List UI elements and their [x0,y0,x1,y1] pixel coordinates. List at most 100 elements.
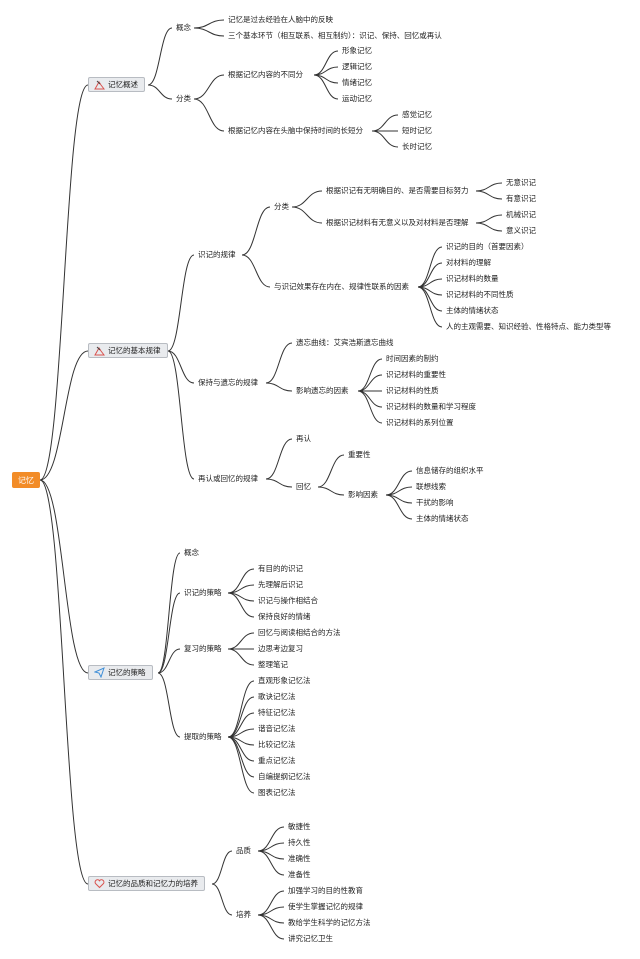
paper-plane-icon [93,667,105,679]
list-item: 感觉记忆 [402,110,432,119]
list-item: 讲究记忆卫生 [288,934,333,943]
connector-line [291,190,323,208]
list-item: 图表记忆法 [258,788,296,797]
list-item: 识记材料的不同性质 [446,290,514,299]
list-item: 持久性 [288,838,311,847]
list-item: 形象记忆 [342,46,372,55]
b2-recognition: 再认 [296,434,311,443]
connector-line [39,479,89,885]
b1-class-by-content: 根据记忆内容的不同分 [228,70,303,79]
list-item: 意义识记 [506,226,536,235]
list-item: 教给学生科学的记忆方法 [288,918,371,927]
list-item: 识记材料的重要性 [386,370,446,379]
connector-line [357,390,383,424]
connector-line [227,736,255,778]
list-item: 信息储存的组织水平 [416,466,484,475]
b2-recall-importance: 重要性 [348,450,371,459]
list-item: 识记材料的数量和学习程度 [386,402,476,411]
list-item: 识记材料的系列位置 [386,418,454,427]
list-item: 有意识记 [506,194,536,203]
connector-line [291,206,323,224]
connector-line [357,374,383,392]
list-item: 重点记忆法 [258,756,296,765]
connector-line [211,883,233,916]
connector-line [193,98,225,132]
connector-line [475,214,503,224]
connector-line [39,479,89,674]
connector-line [193,27,225,37]
connector-line [147,27,173,86]
list-item: 联想线索 [416,482,446,491]
branch-memory-overview[interactable]: 记忆概述 [88,77,145,92]
list-item: 无意识记 [506,178,536,187]
b4-quality: 品质 [236,846,251,855]
list-item: 干扰的影响 [416,498,454,507]
connector-line [257,850,285,876]
connector-line [385,494,413,520]
list-item: 时间因素的制约 [386,354,439,363]
list-item: 运动记忆 [342,94,372,103]
heart-icon [94,878,105,889]
connector-line [227,648,255,666]
branch-basic-laws[interactable]: 记忆的基本规律 [88,343,168,358]
list-item: 准备性 [288,870,311,879]
connector-line [371,130,399,148]
b4-training: 培养 [236,910,251,919]
b2-encoding-class: 分类 [274,202,289,211]
b2-recall: 回忆 [296,482,311,491]
connector-line [227,680,255,738]
list-item: 识记材料的数量 [446,274,499,283]
b2-recall-factors: 影响因素 [348,490,378,499]
connector-line [193,19,225,29]
root-node[interactable]: 记忆 [12,472,40,488]
connector-line [167,350,195,480]
list-item: 自编提纲记忆法 [258,772,311,781]
connector-line [227,736,255,794]
connector-line [227,592,255,618]
list-item: 情绪记忆 [342,78,372,87]
connector-line [371,114,399,132]
b2-class-by-meaning: 根据识记材料有无意义以及对材料是否理解 [326,218,469,227]
mountain-climber-icon [94,345,105,356]
b1-concept-item: 记忆是过去经验在人脑中的反映 [228,15,333,24]
list-item: 逻辑记忆 [342,62,372,71]
list-item: 边思考边复习 [258,644,303,653]
connector-line [265,478,293,488]
connector-line [475,222,503,232]
branch-memory-strategies[interactable]: 记忆的策略 [88,665,153,680]
branch-label: 记忆的策略 [108,668,146,677]
branch-label: 记忆概述 [108,80,138,89]
connector-line [317,454,345,488]
list-item: 主体的情绪状态 [416,514,469,523]
b3-encoding-strategy: 识记的策略 [184,588,222,597]
connector-line [317,486,345,496]
list-item: 准确性 [288,854,311,863]
connector-line [265,438,293,480]
list-item: 整理笔记 [258,660,288,669]
branch-label: 记忆的品质和记忆力的培养 [108,879,198,888]
b2-forgetting-factors: 影响遗忘的因素 [296,386,349,395]
connector-line [39,84,89,481]
connector-line [241,206,271,256]
list-item: 加强学习的目的性教育 [288,886,363,895]
list-item: 有目的的识记 [258,564,303,573]
b2-retention-law: 保持与遗忘的规律 [198,378,258,387]
list-item: 长时记忆 [402,142,432,151]
b2-forgetting-curve: 遗忘曲线：艾宾浩斯遗忘曲线 [296,338,394,347]
b1-concept: 概念 [176,23,191,32]
list-item: 敏捷性 [288,822,311,831]
connector-line [313,74,339,100]
branch-quality-and-training[interactable]: 记忆的品质和记忆力的培养 [88,876,205,891]
b1-concept-item: 三个基本环节（相互联系、相互制约）：识记、保持、回忆或再认 [228,31,442,40]
list-item: 直观形象记忆法 [258,676,311,685]
list-item: 对材料的理解 [446,258,491,267]
connector-line [167,350,195,384]
list-item: 短时记忆 [402,126,432,135]
list-item: 歌诀记忆法 [258,692,296,701]
connector-line [417,286,443,328]
connector-line [211,850,233,885]
list-item: 比较记忆法 [258,740,296,749]
connector-line [157,648,181,674]
list-item: 先理解后识记 [258,580,303,589]
